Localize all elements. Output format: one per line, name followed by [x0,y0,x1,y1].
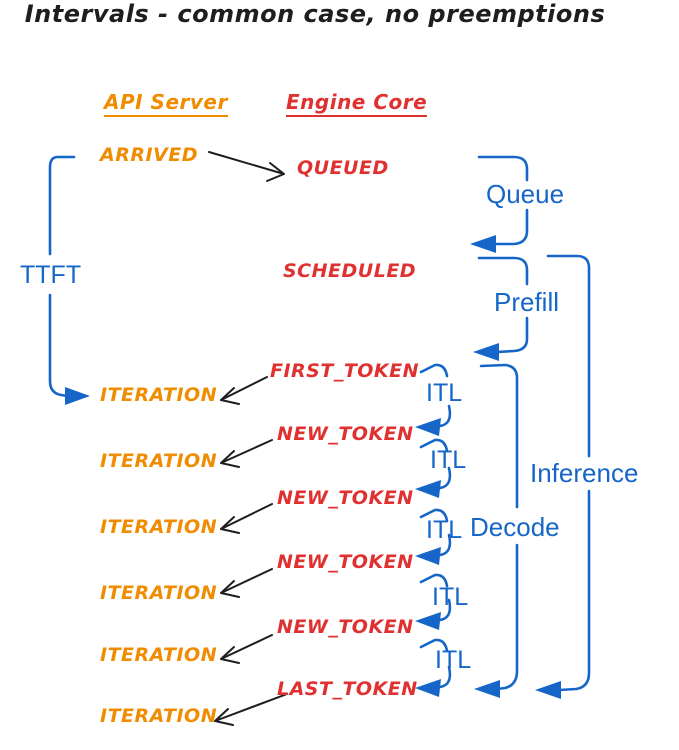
itl-arrowhead [415,612,441,630]
interval-label-itl: ITL [432,583,469,611]
column-header-api-server: API Server [104,90,228,117]
itl-hook [438,665,452,689]
arrow-new-token-to-iteration [220,568,273,598]
itl-arrowhead [415,418,441,436]
arrow-new-token-to-iteration [220,439,273,468]
event-iteration: ITERATION [100,516,218,538]
prefill-arrowhead [473,343,499,361]
inference-bracket-top [546,254,591,458]
prefill-bracket-top [477,256,529,286]
event-last-token: LAST_TOKEN [277,678,418,700]
itl-arc [419,508,449,523]
queue-arrowhead [470,235,496,253]
interval-label-itl: ITL [426,516,463,544]
interval-label-decode: Decode [470,512,560,542]
queue-bracket-bottom [492,208,529,246]
queue-bracket-top [477,155,529,182]
interval-label-itl: ITL [435,646,472,674]
itl-arc [419,438,449,453]
arrow-new-token-to-iteration [220,503,273,534]
ttft-bracket-bottom [48,293,70,398]
inference-bracket-bottom [557,489,591,692]
arrow-arrived-to-queued [208,151,285,182]
diagram-title: Intervals - common case, no preemptions [24,0,606,28]
interval-label-itl: ITL [426,379,463,407]
interval-label-inference: Inference [530,458,639,488]
interval-label-queue: Queue [486,179,565,209]
arrow-last-token-to-iteration [214,693,288,726]
decode-arrowhead [474,680,500,698]
ttft-arrowhead [65,387,90,405]
itl-arrowhead [415,547,441,565]
arrow-first-token-to-iteration [220,376,268,405]
event-new-token: NEW_TOKEN [277,551,414,573]
interval-label-itl: ITL [430,446,467,474]
interval-label-ttft: TTFT [20,261,82,289]
itl-arc [419,573,449,588]
interval-label-prefill: Prefill [494,287,560,317]
itl-arrowhead [415,480,441,498]
event-iteration: ITERATION [100,450,218,472]
event-queued: QUEUED [297,157,389,179]
itl-arc [419,638,449,653]
itl-arrowhead [415,679,441,697]
itl-arc [419,363,449,378]
event-first-token: FIRST_TOKEN [270,360,420,382]
decode-bracket-bottom [495,543,519,691]
arrow-new-token-to-iteration [220,634,273,664]
itl-hook [438,533,452,557]
event-iteration: ITERATION [100,705,218,727]
event-iteration: ITERATION [100,582,218,604]
ttft-bracket-top [48,155,76,256]
event-scheduled: SCHEDULED [283,260,417,282]
event-new-token: NEW_TOKEN [277,616,414,638]
decode-bracket-top [479,363,519,509]
event-iteration: ITERATION [100,644,218,666]
itl-hook [438,404,452,428]
event-new-token: NEW_TOKEN [277,487,414,509]
itl-hook [438,598,452,622]
inference-arrowhead [535,681,561,699]
event-arrived: ARRIVED [100,144,198,166]
prefill-bracket-bottom [495,316,529,354]
itl-hook [438,466,452,490]
column-header-engine-core: Engine Core [286,90,428,117]
event-new-token: NEW_TOKEN [277,423,414,445]
event-iteration: ITERATION [100,384,218,406]
